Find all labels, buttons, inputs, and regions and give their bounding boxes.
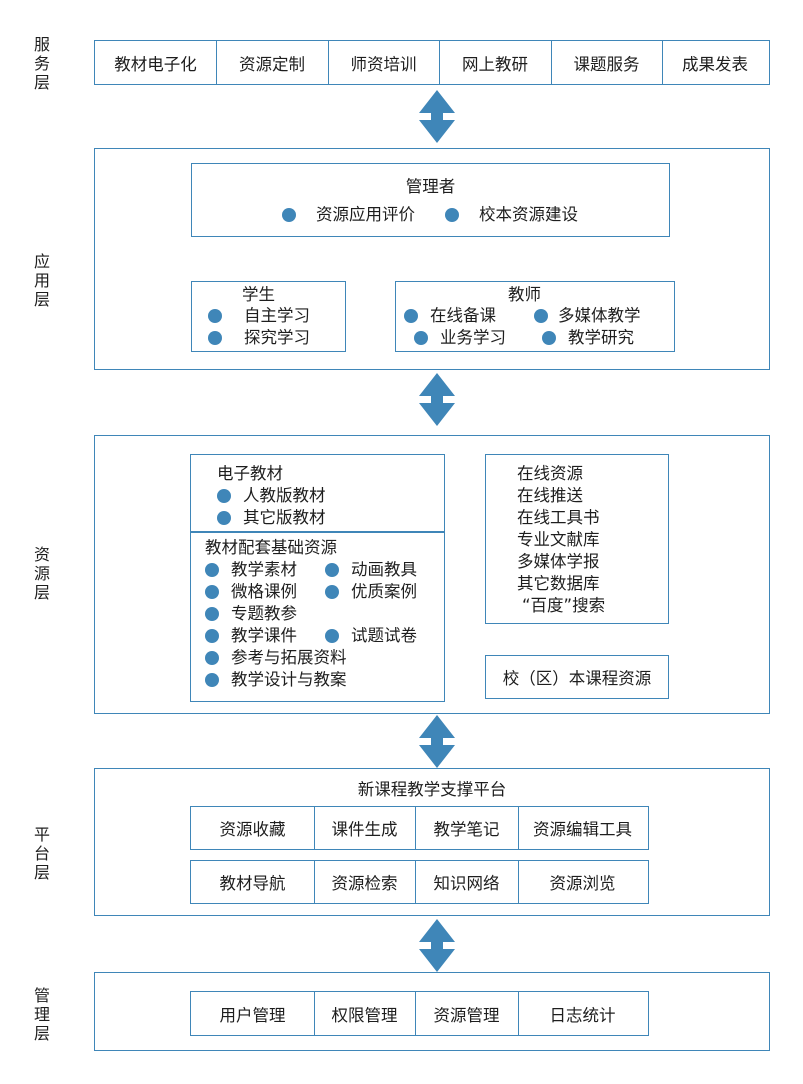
service-item-textbook-digitization: 教材电子化	[95, 41, 217, 84]
teacher-item-online-lesson-prep: 在线备课	[430, 306, 496, 325]
platform-item-courseware-generation: 课件生成	[314, 807, 416, 849]
basic-item-quality-cases: 优质案例	[351, 582, 417, 601]
manager-item-evaluation: 资源应用评价	[316, 205, 415, 224]
manager-title: 管理者	[405, 177, 456, 196]
platform-layer-label: 平台层	[33, 825, 50, 882]
online-item-multimedia-journal: 多媒体学报	[517, 552, 600, 571]
box-divider	[191, 531, 444, 533]
bullet-icon	[208, 309, 222, 323]
school-course-resource-box: 校（区）本课程资源	[485, 655, 669, 699]
teacher-box: 教师 在线备课 多媒体教学 业务学习 教学研究	[395, 281, 675, 352]
service-item-topic-service: 课题服务	[551, 41, 663, 84]
service-item-resource-customization: 资源定制	[216, 41, 329, 84]
textbook-resource-box: 电子教材 人教版教材 其它版教材 教材配套基础资源 教学素材 动画教具 微格课例…	[190, 454, 445, 702]
teacher-title: 教师	[508, 285, 541, 304]
platform-item-resource-search: 资源检索	[314, 861, 416, 903]
bullet-icon	[205, 673, 219, 687]
basic-item-test-papers: 试题试卷	[351, 626, 417, 645]
service-layer-box: 教材电子化 资源定制 师资培训 网上教研 课题服务 成果发表	[94, 40, 770, 85]
resource-layer-label: 资源层	[33, 545, 50, 602]
management-item-resources: 资源管理	[415, 992, 519, 1035]
online-item-online-push: 在线推送	[517, 486, 583, 505]
management-row: 用户管理 权限管理 资源管理 日志统计	[190, 991, 649, 1036]
ebook-item-pep: 人教版教材	[243, 486, 326, 505]
bullet-icon	[205, 607, 219, 621]
online-item-baidu-search: “百度”搜索	[522, 596, 606, 615]
online-resource-box: 在线资源 在线推送 在线工具书 专业文献库 多媒体学报 其它数据库 “百度”搜索	[485, 454, 669, 624]
bullet-icon	[205, 629, 219, 643]
platform-row2: 教材导航 资源检索 知识网络 资源浏览	[190, 860, 649, 904]
bullet-icon	[325, 563, 339, 577]
platform-item-knowledge-network: 知识网络	[415, 861, 519, 903]
basic-item-materials: 教学素材	[231, 560, 297, 579]
teacher-item-professional-study: 业务学习	[440, 328, 506, 347]
platform-item-teaching-notes: 教学笔记	[415, 807, 519, 849]
ebook-item-other: 其它版教材	[243, 508, 326, 527]
platform-title: 新课程教学支撑平台	[357, 780, 507, 799]
platform-item-editing-tools: 资源编辑工具	[533, 820, 632, 839]
teacher-item-teaching-research: 教学研究	[568, 328, 634, 347]
bullet-icon	[205, 651, 219, 665]
platform-item-favorites: 资源收藏	[191, 807, 315, 849]
arrow-resource-platform	[419, 715, 455, 768]
ebook-title: 电子教材	[217, 464, 283, 483]
student-item-self-study: 自主学习	[244, 306, 310, 325]
bullet-icon	[325, 585, 339, 599]
manager-item-school-resources: 校本资源建设	[479, 205, 578, 224]
basic-item-extension-materials: 参考与拓展资料	[231, 648, 347, 667]
management-item-logs: 日志统计	[549, 1005, 616, 1025]
bullet-icon	[217, 511, 231, 525]
platform-item-textbook-navigation: 教材导航	[191, 861, 315, 903]
online-item-literature-db: 专业文献库	[517, 530, 600, 549]
basic-item-animation-aids: 动画教具	[351, 560, 417, 579]
bullet-icon	[414, 331, 428, 345]
basic-item-courseware: 教学课件	[231, 626, 297, 645]
bullet-icon	[445, 208, 459, 222]
bullet-icon	[534, 309, 548, 323]
management-item-permissions: 权限管理	[314, 992, 416, 1035]
management-layer-label: 管理层	[33, 986, 50, 1043]
online-item-online-resources: 在线资源	[517, 464, 583, 483]
online-item-other-databases: 其它数据库	[517, 574, 600, 593]
application-layer-label: 应用层	[33, 252, 50, 309]
basic-item-topic-references: 专题教参	[231, 604, 297, 623]
school-course-resource-label: 校（区）本课程资源	[502, 669, 652, 688]
service-item-publication: 成果发表	[682, 54, 748, 74]
student-title: 学生	[242, 285, 275, 304]
basic-item-lesson-plans: 教学设计与教案	[231, 670, 347, 689]
arrow-application-resource	[419, 373, 455, 426]
arrow-platform-management	[419, 919, 455, 972]
service-item-online-research: 网上教研	[439, 41, 552, 84]
bullet-icon	[205, 563, 219, 577]
service-layer-label: 服务层	[33, 35, 50, 92]
bullet-icon	[325, 629, 339, 643]
bullet-icon	[282, 208, 296, 222]
basic-item-micro-lessons: 微格课例	[231, 582, 297, 601]
bullet-icon	[404, 309, 418, 323]
bullet-icon	[217, 489, 231, 503]
basic-resource-title: 教材配套基础资源	[205, 538, 337, 557]
bullet-icon	[205, 585, 219, 599]
platform-item-resource-browse: 资源浏览	[549, 874, 616, 893]
service-item-teacher-training: 师资培训	[328, 41, 440, 84]
manager-box: 管理者 资源应用评价 校本资源建设	[191, 163, 670, 237]
bullet-icon	[542, 331, 556, 345]
student-item-inquiry-study: 探究学习	[244, 328, 310, 347]
bullet-icon	[208, 331, 222, 345]
student-box: 学生 自主学习 探究学习	[191, 281, 346, 352]
online-item-reference-tools: 在线工具书	[517, 508, 600, 527]
platform-row1: 资源收藏 课件生成 教学笔记 资源编辑工具	[190, 806, 649, 850]
arrow-service-application	[419, 90, 455, 143]
teacher-item-multimedia: 多媒体教学	[558, 306, 641, 325]
management-item-users: 用户管理	[191, 992, 315, 1035]
